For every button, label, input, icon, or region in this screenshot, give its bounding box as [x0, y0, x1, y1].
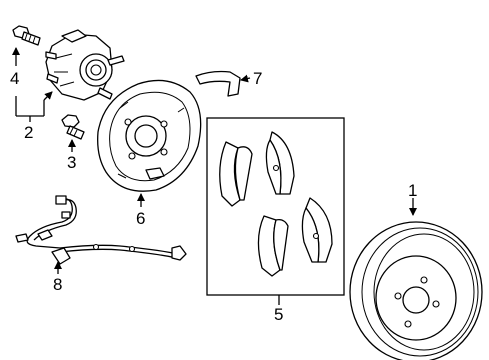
- callout-3: 3: [67, 153, 76, 172]
- abs-sensor-harness: [15, 195, 187, 265]
- backing-plate: [97, 79, 202, 192]
- hose-clip: [195, 70, 241, 97]
- hub-bolt: [61, 114, 85, 140]
- brake-shoe-kit: [206, 117, 345, 296]
- callout-2: 2: [24, 123, 33, 142]
- callout-1: 1: [408, 181, 417, 200]
- callout-6: 6: [136, 209, 145, 228]
- callout-8: 8: [53, 275, 62, 294]
- callout-4: 4: [10, 69, 19, 88]
- brake-drum: [349, 221, 483, 360]
- callout-7: 7: [253, 69, 262, 88]
- hub-bearing-assembly: [45, 29, 125, 101]
- callout-5: 5: [274, 305, 283, 324]
- wheel-bolt: [12, 25, 41, 46]
- leader-lines: [12, 47, 417, 305]
